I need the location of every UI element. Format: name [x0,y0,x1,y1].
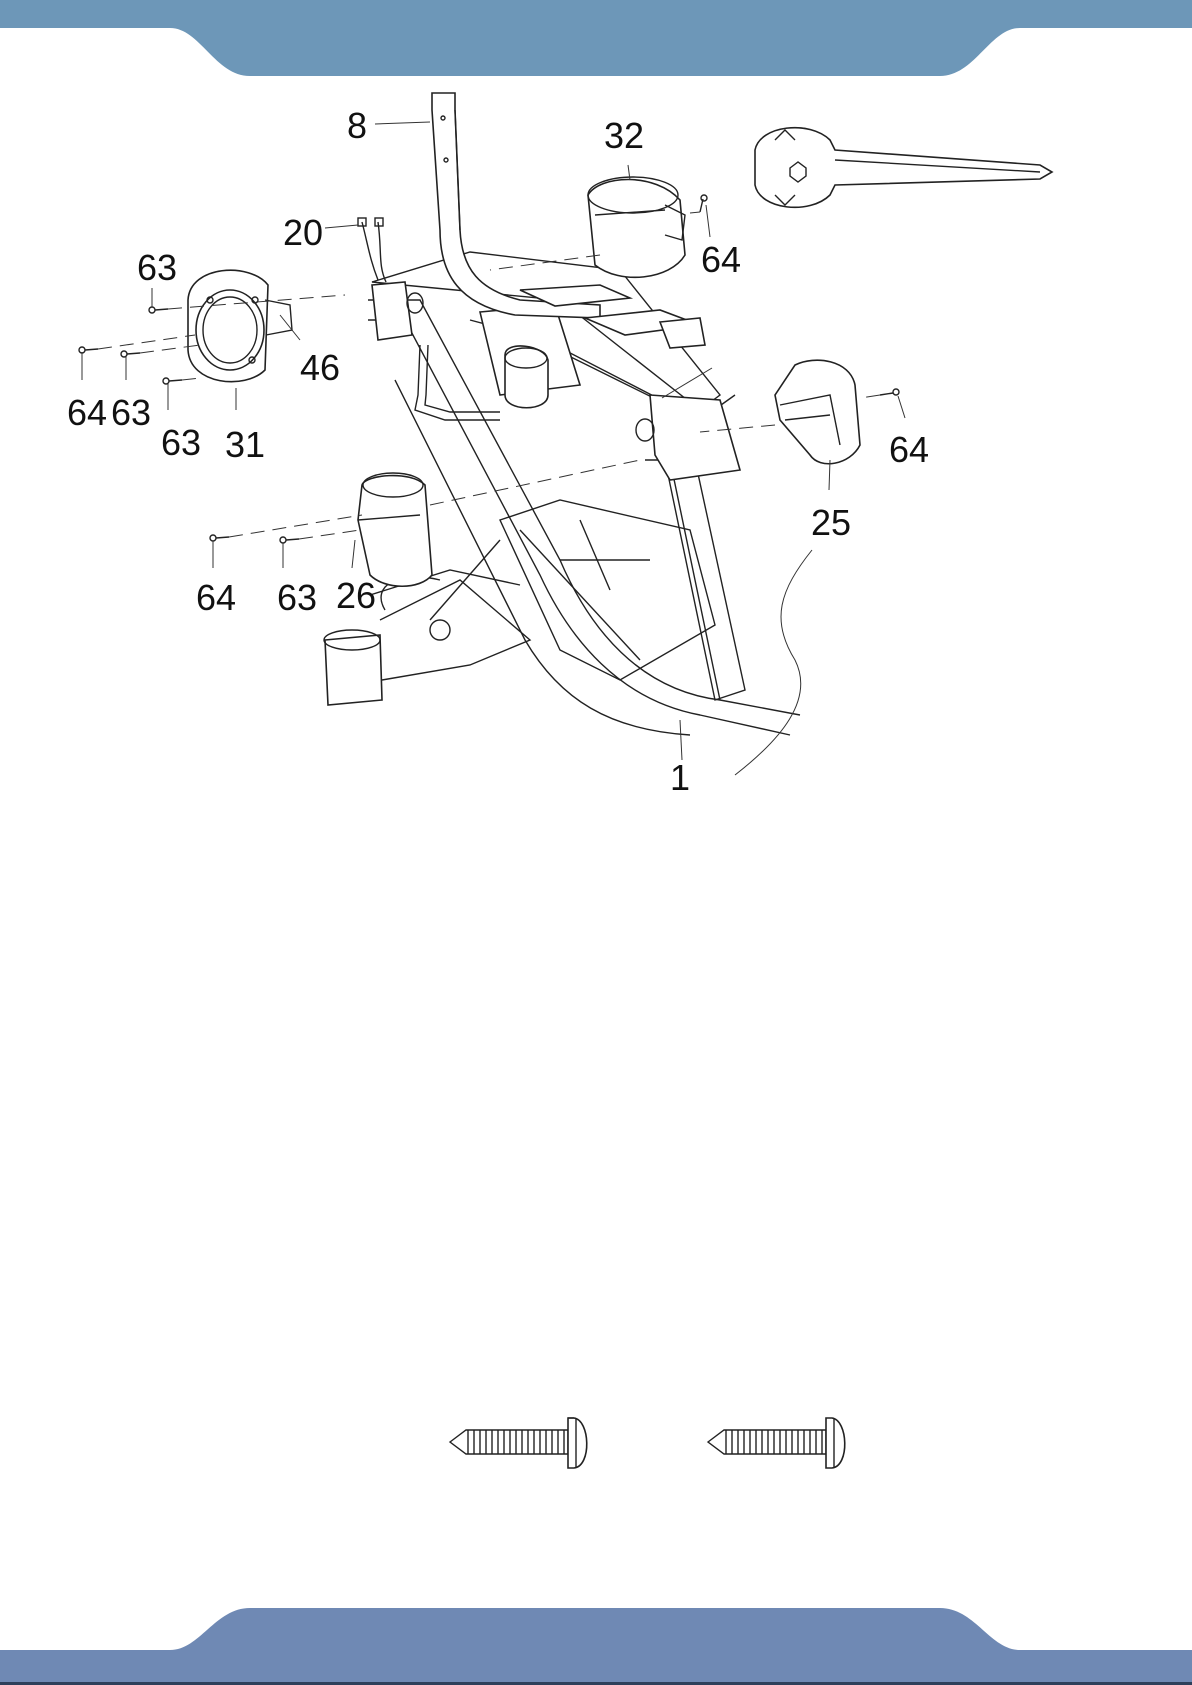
screw-63-left [121,351,140,357]
wire-20 [358,218,386,282]
screw-63-bottom [280,537,299,543]
label-63-bottom: 63 [277,577,317,618]
label-26: 26 [336,575,376,616]
footer-band [0,1600,1192,1685]
wrench-screwdriver-icon [755,128,1052,208]
label-25: 25 [811,502,851,543]
label-63-lower: 63 [161,422,201,463]
cover-25 [775,360,860,464]
cover-32 [588,177,685,277]
label-64-right: 64 [889,429,929,470]
label-1: 1 [670,757,690,798]
screw-64-top [700,195,707,212]
label-64-left: 64 [67,392,107,433]
cover-26 [358,473,432,586]
label-63-left: 63 [111,392,151,433]
label-20: 20 [283,212,323,253]
label-64-top: 64 [701,239,741,280]
screw-64-right [880,389,899,395]
screw-63-top-left [149,307,168,313]
label-64-bottom: 64 [196,577,236,618]
screw-64-bottom [210,535,229,541]
screw-63-lower-left [163,378,182,384]
label-32: 32 [604,115,644,156]
bolt-2 [708,1418,845,1468]
leader-lines [82,122,905,760]
label-46: 46 [300,347,340,388]
cover-31 [188,270,292,381]
label-31: 31 [225,424,265,465]
label-63-top: 63 [137,247,177,288]
label-8: 8 [347,105,367,146]
